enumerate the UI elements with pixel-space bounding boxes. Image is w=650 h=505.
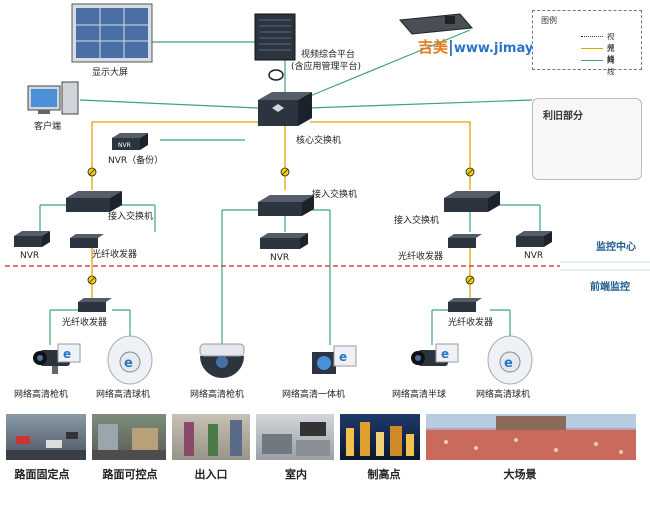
svg-text:e: e — [504, 356, 513, 371]
core-switch-icon — [258, 92, 312, 126]
scene-photo-road-fixed — [6, 414, 86, 460]
legend-fiber-swatch — [581, 48, 603, 49]
reuse-section: 利旧部分 — [532, 98, 642, 180]
control-keyboard-icon — [398, 13, 474, 35]
platform-sub-label: (含应用管理平台) — [291, 62, 362, 72]
scene-photo-large-scene — [426, 414, 636, 460]
legend-network-swatch — [581, 60, 603, 61]
access-switch-label-right: 接入交换机 — [394, 216, 440, 226]
fiber-transceiver-label-left: 光纤收发器 — [92, 250, 138, 260]
display-wall-icon — [71, 3, 153, 63]
scene-label-indoor: 室内 — [285, 468, 307, 481]
client-pc-icon — [27, 81, 79, 115]
nvr-label-left: NVR — [20, 251, 40, 261]
legend-video-swatch — [581, 36, 603, 37]
scene-label-road-fixed: 路面固定点 — [14, 468, 70, 481]
scene-photo-high-point — [340, 414, 420, 460]
nvr-backup-label: NVR（备份） — [108, 156, 164, 166]
ip-bullet-label-center: 网络高清枪机 — [190, 390, 245, 400]
ip-dome-label-left: 网络高清球机 — [96, 390, 151, 400]
core-switch-label: 核心交换机 — [296, 136, 342, 146]
client-label: 客户端 — [34, 122, 62, 132]
video-platform-icon — [254, 13, 296, 61]
access-switch-label-left: 接入交换机 — [108, 212, 154, 222]
reuse-title: 利旧部分 — [543, 111, 583, 122]
scene-label-road-ptz: 路面可控点 — [102, 468, 158, 481]
ip-bullet-label: 网络高清枪机 — [14, 390, 69, 400]
scene-label-high-point: 制高点 — [367, 468, 401, 481]
legend-fiber-label: 光纤 — [607, 44, 615, 64]
legend-video-label: 视频线 — [607, 32, 615, 63]
platform-label: 视频综合平台 — [301, 50, 356, 60]
svg-text:e: e — [339, 350, 347, 364]
svg-text:e: e — [441, 347, 449, 361]
ip-dome-label-right: 网络高清球机 — [476, 390, 531, 400]
nvr-label-right: NVR — [524, 251, 544, 261]
svg-text:e: e — [124, 356, 133, 371]
scene-photo-entrance — [172, 414, 250, 460]
fiber-transceiver-label-right: 光纤收发器 — [398, 252, 444, 262]
zone-front-label: 前端监控 — [590, 282, 630, 293]
legend-box: 图例 视频线 光纤 网线 — [532, 10, 642, 76]
ip-half-dome-label: 网络高清半球 — [392, 390, 447, 400]
legend-title: 图例 — [541, 16, 557, 25]
ip-integrated-label: 网络高清一体机 — [282, 390, 346, 400]
nvr-label-center: NVR — [270, 253, 290, 263]
fiber-transceiver-label-front-left: 光纤收发器 — [62, 318, 108, 328]
svg-text:e: e — [63, 347, 71, 361]
scene-label-large-scene: 大场景 — [503, 468, 537, 481]
access-switch-label-center: 接入交换机 — [312, 190, 358, 200]
display-wall-label: 显示大屏 — [92, 68, 129, 78]
scene-label-entrance: 出入口 — [194, 468, 228, 481]
svg-text:NVR: NVR — [118, 142, 131, 149]
fiber-transceiver-label-front-right: 光纤收发器 — [448, 318, 494, 328]
zone-center-label: 监控中心 — [596, 242, 636, 253]
legend-network-label: 网线 — [607, 56, 615, 76]
scene-photo-road-ptz — [92, 414, 166, 460]
scene-photo-indoor — [256, 414, 334, 460]
